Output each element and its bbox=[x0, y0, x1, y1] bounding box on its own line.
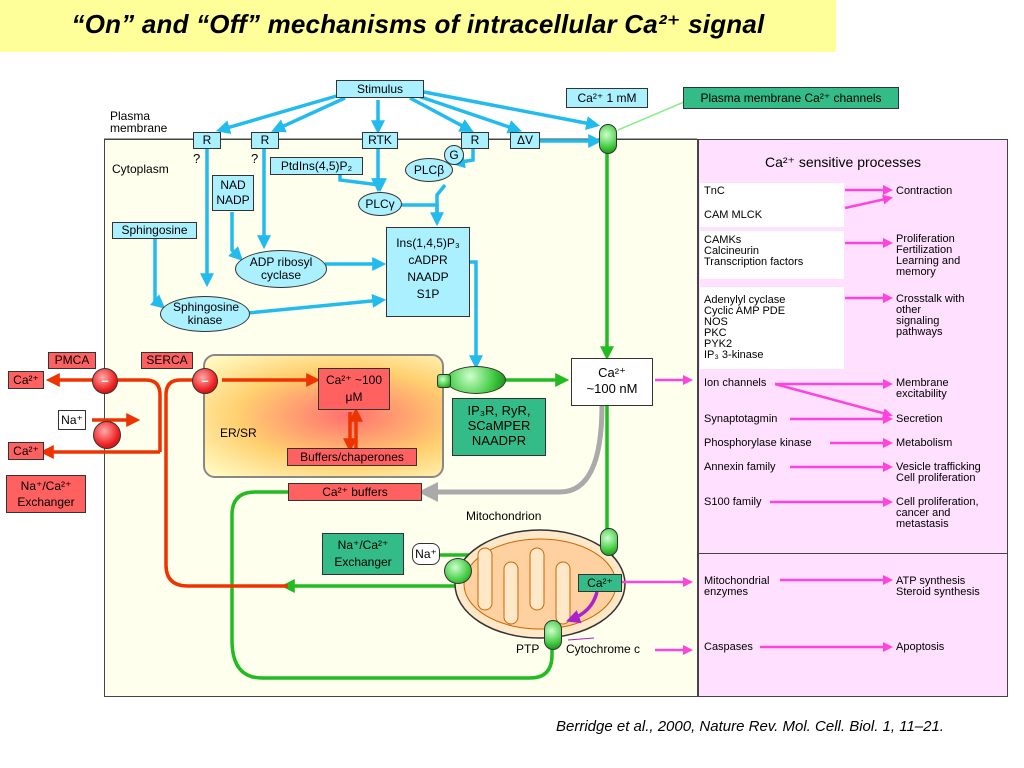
buffers-chaperones-box: Buffers/chaperones bbox=[287, 448, 417, 466]
sensor-mito-enzymes: Mitochondrial enzymes bbox=[704, 575, 770, 598]
outcome-contraction: Contraction bbox=[896, 185, 953, 197]
outcome-crosstalk: Crosstalk with other signaling pathways bbox=[896, 293, 965, 338]
title-bar: “On” and “Off” mechanisms of intracellul… bbox=[0, 0, 836, 52]
messenger-ins: Ins(1,4,5)P₃ bbox=[396, 236, 460, 250]
ptp-channel-shape bbox=[544, 620, 562, 650]
sensor-box-3 bbox=[700, 287, 844, 369]
sensor-synaptotagmin: Synaptotagmin bbox=[704, 413, 778, 425]
extruded-ca-box-1: Ca²⁺ bbox=[8, 371, 44, 389]
mito-uniporter-shape bbox=[600, 528, 618, 556]
sensor-box-2 bbox=[700, 231, 844, 279]
processes-heading: Ca²⁺ sensitive processes bbox=[765, 154, 922, 170]
mito-ca-box: Ca²⁺ bbox=[578, 574, 622, 592]
receptor-2: R bbox=[251, 132, 279, 149]
citation: Berridge et al., 2000, Nature Rev. Mol. … bbox=[556, 718, 944, 735]
plc-gamma-ellipse: PLCγ bbox=[358, 192, 402, 216]
outcome-excitability: Membrane excitability bbox=[896, 377, 949, 400]
pm-channel-shape bbox=[599, 124, 617, 154]
outcome-secretion: Secretion bbox=[896, 413, 943, 425]
plasma-membrane-label: Plasma membrane bbox=[110, 109, 168, 135]
cytochrome-c-label: Cytochrome c bbox=[566, 642, 641, 656]
mitochondrion-shape bbox=[454, 529, 626, 639]
mito-exchanger-box: Na⁺/Ca²⁺ Exchanger bbox=[322, 533, 404, 575]
outcome-vesicle: Vesicle trafficking Cell proliferation bbox=[896, 461, 981, 484]
nad-nadp-box: NAD NADP bbox=[212, 175, 254, 211]
er-sr-label: ER/SR bbox=[220, 426, 257, 440]
stimulus-box: Stimulus bbox=[336, 80, 424, 98]
sensor-s100: S100 family bbox=[704, 496, 762, 508]
panel-divider bbox=[697, 553, 1007, 554]
pmca-box: PMCA bbox=[48, 352, 96, 369]
sphingosine-box: Sphingosine bbox=[112, 222, 197, 239]
sensor-box-1 bbox=[700, 183, 844, 227]
sensor-adenylyl: Adenylyl cyclase Cyclic AMP PDE NOS PKC … bbox=[704, 294, 786, 361]
slide-title: “On” and “Off” mechanisms of intracellul… bbox=[71, 9, 765, 39]
exchanger-pump bbox=[93, 421, 121, 449]
outcome-proliferation: Proliferation Fertilization Learning and… bbox=[896, 233, 961, 278]
plc-beta-ellipse: PLCβ bbox=[405, 158, 453, 182]
er-calcium-box: Ca²⁺ ~100 μM bbox=[318, 368, 390, 410]
serca-pump: – bbox=[192, 368, 218, 394]
question-mark-1: ? bbox=[193, 151, 201, 166]
extruded-ca-box-2: Ca²⁺ bbox=[8, 442, 44, 460]
receptor-1: R bbox=[193, 132, 221, 149]
ca-buffers-box: Ca²⁺ buffers bbox=[288, 483, 422, 501]
pmca-pump: – bbox=[92, 368, 118, 394]
sensor-tnc: TnC bbox=[704, 185, 725, 197]
serca-box: SERCA bbox=[141, 352, 193, 369]
pm-channels-box: Plasma membrane Ca²⁺ channels bbox=[683, 87, 899, 109]
na-ion-box: Na⁺ bbox=[58, 410, 86, 430]
outcome-cancer: Cell proliferation, cancer and metastasi… bbox=[896, 496, 979, 530]
ptdins-box: PtdIns(4,5)P₂ bbox=[270, 157, 363, 175]
sphingosine-kinase-ellipse: Sphingosine kinase bbox=[160, 296, 250, 332]
outcome-atp: ATP synthesis Steroid synthesis bbox=[896, 575, 980, 598]
sensor-ion-channels: Ion channels bbox=[704, 377, 767, 389]
cytosolic-ca-box: Ca²⁺ ~100 nM bbox=[571, 358, 653, 406]
sensor-annexin: Annexin family bbox=[704, 461, 776, 473]
adp-ribosyl-cyclase-ellipse: ADP ribosyl cyclase bbox=[235, 250, 327, 288]
question-mark-2: ? bbox=[251, 151, 259, 166]
release-channel-stem bbox=[437, 374, 451, 388]
sensor-phosphorylase: Phosphorylase kinase bbox=[704, 437, 812, 449]
extracellular-ca-box: Ca²⁺ 1 mM bbox=[566, 88, 648, 108]
messenger-cadpr: cADPR bbox=[408, 253, 448, 267]
g-protein-ellipse: G bbox=[444, 145, 464, 165]
release-channel-shape bbox=[446, 366, 506, 394]
receptor-3: R bbox=[461, 132, 489, 149]
sensor-cam: CAM MLCK bbox=[704, 209, 763, 221]
ptp-label: PTP bbox=[516, 642, 540, 656]
release-channels-box: IP₃R, RyR, SCaMPER NAADPR bbox=[452, 398, 546, 456]
sensor-caspases: Caspases bbox=[704, 641, 753, 653]
mitochondrion-label: Mitochondrion bbox=[466, 509, 542, 523]
messenger-naadp: NAADP bbox=[407, 270, 449, 284]
rtk-receptor: RTK bbox=[362, 132, 398, 149]
sensor-camks: CAMKs Calcineurin Transcription factors bbox=[704, 234, 804, 268]
mito-na-ion: Na⁺ bbox=[412, 543, 440, 565]
messenger-s1p: S1P bbox=[416, 287, 440, 301]
outcome-metabolism: Metabolism bbox=[896, 437, 953, 449]
second-messengers-box: Ins(1,4,5)P₃ cADPR NAADP S1P bbox=[386, 227, 470, 317]
outcome-apoptosis: Apoptosis bbox=[896, 641, 945, 653]
delta-v-box: ΔV bbox=[510, 132, 540, 149]
mito-exchanger-shape bbox=[444, 558, 472, 584]
cytoplasm-label: Cytoplasm bbox=[112, 162, 169, 176]
na-ca-exchanger-box: Na⁺/Ca²⁺ Exchanger bbox=[6, 475, 86, 513]
